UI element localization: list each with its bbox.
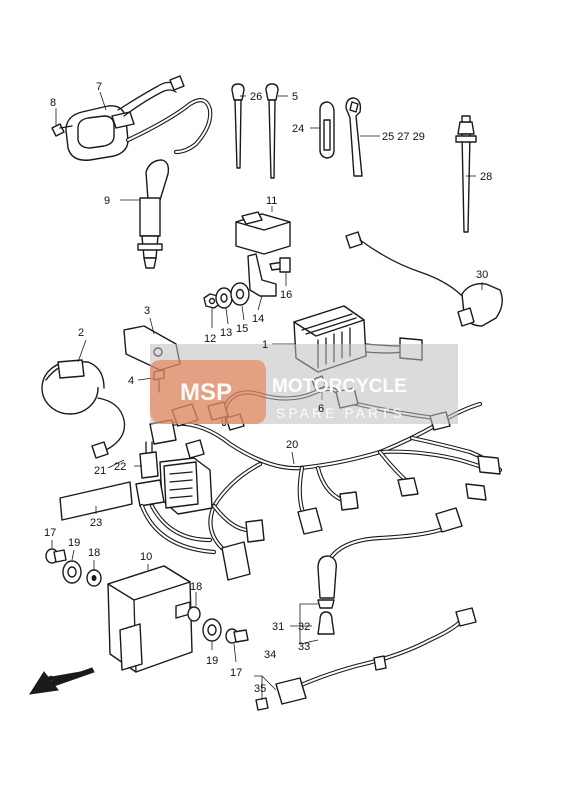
watermark: MSP MOTORCYCLE SPARE PARTS [150,344,458,424]
cap-32[interactable] [317,599,335,609]
callout-18-left: 18 [88,547,100,559]
callout-35: 35 [254,683,266,695]
callout-32: 32 [298,621,310,633]
washer-15[interactable] [230,282,250,306]
callout-31: 31 [272,621,284,633]
watermark-logo: MSP [180,379,232,406]
connector-22[interactable] [139,441,159,479]
callout-33: 33 [298,641,310,653]
callout-12: 12 [204,333,216,345]
callout-6: 6 [318,403,324,415]
callout-24: 24 [292,123,304,135]
grommet-19-right[interactable] [202,618,222,642]
callout-20: 20 [286,439,298,451]
washer-18-left[interactable] [86,569,102,587]
relay-11[interactable] [235,211,291,255]
callout-21: 21 [94,465,106,477]
cable-tie-5[interactable] [265,83,279,179]
horn-2[interactable] [41,359,126,459]
bolt-16[interactable] [269,257,291,273]
callout-18-right: 18 [190,581,202,593]
ignition-coil[interactable] [65,75,213,161]
clamp-25[interactable] [345,97,363,177]
callout-14: 14 [252,313,264,325]
callout-30: 30 [476,269,488,281]
bolt-17-left[interactable] [45,548,67,564]
callout-23: 23 [90,517,102,529]
arrow-down-left-icon [28,667,95,695]
clamp-24[interactable] [319,101,335,159]
bolt-8[interactable] [51,123,73,137]
callout-10: 10 [140,551,152,563]
grommet-19-left[interactable] [62,560,82,584]
bracket-14[interactable] [247,253,277,297]
bolt-17-right[interactable] [225,628,249,644]
watermark-title: MOTORCYCLE [272,376,407,397]
callout-9: 9 [104,195,110,207]
callout-labels: 7 8 9 26 5 24 25 27 29 28 11 16 12 13 15… [44,81,492,695]
tape-23[interactable] [59,481,133,521]
callout-5: 5 [292,91,298,103]
watermark-subtitle: SPARE PARTS [276,405,405,421]
callout-19-left: 19 [68,537,80,549]
callout-34: 34 [264,649,276,661]
callout-19-right: 19 [206,655,218,667]
callout-4: 4 [128,375,134,387]
spark-plug-cap[interactable] [137,159,170,269]
callout-17-right: 17 [230,667,242,679]
cable-tie-26[interactable] [231,83,245,169]
leader-lines [51,91,483,700]
cap-33[interactable] [317,611,335,635]
ecu-10[interactable] [107,565,193,673]
callout-11: 11 [266,195,277,207]
callout-28: 28 [480,171,492,183]
callout-26: 26 [250,91,262,103]
callout-13: 13 [220,327,232,339]
watermark-logo-shape [150,360,266,424]
callout-17-left: 17 [44,527,56,539]
sensor-30[interactable] [345,231,503,327]
callout-16: 16 [280,289,292,301]
callout-2: 2 [78,327,84,339]
callout-15: 15 [236,323,248,335]
callout-7: 7 [96,81,102,93]
callout-22: 22 [114,461,126,473]
callout-3: 3 [144,305,150,317]
cable-tie-28[interactable] [455,115,477,233]
callout-25-27-29: 25 27 29 [382,131,425,143]
washer-13[interactable] [215,287,233,309]
fuse-35[interactable] [255,697,269,711]
washer-18-right[interactable] [187,606,201,622]
sub-harness-34[interactable] [275,607,477,705]
ht-lead-31[interactable] [317,507,463,599]
callout-8: 8 [50,97,56,109]
callout-1: 1 [262,339,268,351]
